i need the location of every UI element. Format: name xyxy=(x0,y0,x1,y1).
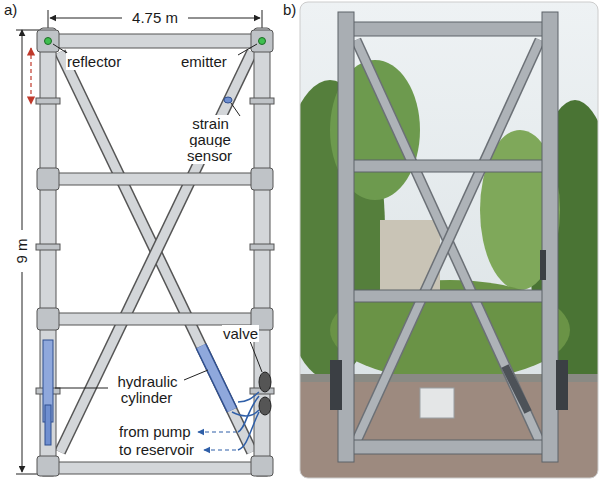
flange xyxy=(250,244,274,250)
flange xyxy=(251,456,273,476)
leader-line xyxy=(184,370,208,380)
beam xyxy=(352,160,544,172)
label-text: to reservoir xyxy=(118,441,195,458)
flange xyxy=(37,308,59,330)
label-text: a) xyxy=(3,1,18,18)
leader-line xyxy=(231,103,240,116)
diagonal-brace xyxy=(60,52,252,452)
column xyxy=(254,28,270,476)
label-text: 9 m xyxy=(13,238,30,265)
label-text: b) xyxy=(282,1,297,18)
diagonal-brace xyxy=(60,52,252,452)
dimension-tick xyxy=(16,474,40,475)
label-text: emitter xyxy=(180,53,228,70)
label: hydraulic cylinder xyxy=(108,374,186,406)
frame-drawing xyxy=(16,10,274,476)
label-text: from pump xyxy=(118,423,192,440)
hydraulic-cylinder xyxy=(505,366,528,412)
label: b) xyxy=(282,2,297,18)
dimension-tick xyxy=(16,30,40,31)
beam xyxy=(54,313,256,325)
photo-border xyxy=(300,2,598,478)
diagonal-brace xyxy=(356,40,540,442)
beam xyxy=(352,22,544,36)
flange xyxy=(251,30,273,52)
cylinder-rod xyxy=(45,405,51,445)
label: reflector xyxy=(66,54,122,70)
cabinet xyxy=(420,388,454,418)
flange xyxy=(250,98,274,104)
hydraulic-cylinder xyxy=(201,346,232,410)
label: to reservoir xyxy=(118,442,195,458)
hose xyxy=(238,412,259,450)
label: from pump xyxy=(118,424,192,440)
label-text: hydraulic cylinder xyxy=(116,373,177,406)
dimension-line xyxy=(188,18,260,19)
flange xyxy=(37,30,59,52)
beam xyxy=(54,34,256,48)
equipment xyxy=(540,250,546,280)
leader-line xyxy=(238,44,257,55)
valve xyxy=(259,397,271,415)
reflector-dot xyxy=(45,38,52,45)
dimension-tick xyxy=(262,10,263,30)
label-text: strain gauge sensor xyxy=(187,115,233,164)
diagonal-brace xyxy=(60,52,252,452)
label: a) xyxy=(3,2,18,18)
dimension-line xyxy=(22,30,23,230)
flange xyxy=(36,244,60,250)
leader-line xyxy=(55,388,108,389)
label-text: valve xyxy=(222,325,259,342)
flange xyxy=(37,456,59,476)
label: valve xyxy=(222,326,259,342)
dimension-line xyxy=(22,272,23,472)
flange xyxy=(37,168,59,190)
sky xyxy=(300,2,598,478)
beam xyxy=(54,462,256,474)
beam xyxy=(352,290,544,302)
diagonal-brace xyxy=(356,40,540,442)
hose xyxy=(238,396,259,432)
flange xyxy=(251,168,273,190)
hedge xyxy=(330,280,570,380)
equipment xyxy=(556,360,568,410)
label-text: 4.75 m xyxy=(131,9,179,26)
label-text: reflector xyxy=(66,53,122,70)
emitter-dot xyxy=(259,38,266,45)
label: 4.75 m xyxy=(122,10,188,26)
label: 9 m xyxy=(14,231,30,271)
flange xyxy=(36,98,60,104)
flanges xyxy=(36,30,274,476)
column xyxy=(542,12,558,462)
hose xyxy=(232,410,259,416)
flow-arrow xyxy=(204,449,236,450)
column xyxy=(40,28,56,476)
hydraulic-cylinder xyxy=(201,346,232,410)
diagonal-brace xyxy=(356,40,540,442)
strain-gauge xyxy=(224,97,232,103)
flow-arrow xyxy=(198,431,236,432)
dimension-line xyxy=(50,18,122,19)
valve xyxy=(259,372,271,392)
diagonal-brace xyxy=(60,52,252,452)
marker-arrow xyxy=(30,48,31,104)
equipment xyxy=(330,360,342,410)
photo xyxy=(300,2,598,478)
dimension-tick xyxy=(48,10,49,30)
beam xyxy=(340,440,556,454)
diagonal-brace xyxy=(356,40,540,442)
label: emitter xyxy=(180,54,228,70)
label: strain gauge sensor xyxy=(170,116,250,164)
beam xyxy=(54,173,256,185)
